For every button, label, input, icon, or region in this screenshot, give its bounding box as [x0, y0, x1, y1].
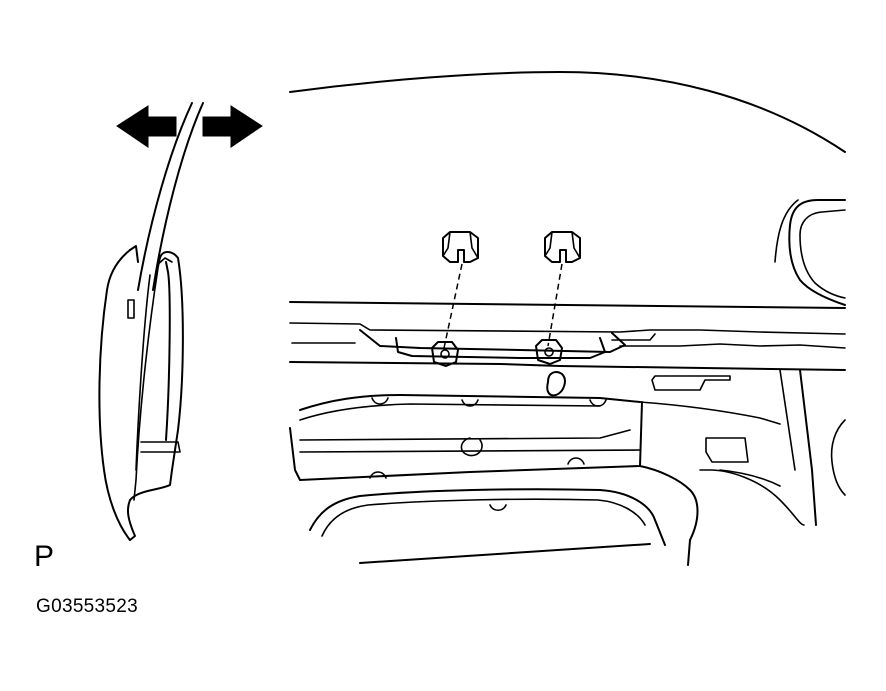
stud-nut [431, 341, 459, 367]
figure-code: G03553523 [36, 596, 139, 617]
panel-label: P [34, 540, 55, 573]
install-guide-line [547, 263, 563, 347]
roof-panel [289, 71, 846, 566]
arrow-right-icon [202, 105, 263, 148]
arrow-left-icon [116, 105, 177, 148]
retaining-clip-icon [442, 231, 479, 263]
install-guide-line [443, 263, 463, 349]
side-view-trim [98, 102, 204, 541]
retaining-clip-icon [544, 231, 581, 263]
stud-nut [535, 339, 563, 365]
